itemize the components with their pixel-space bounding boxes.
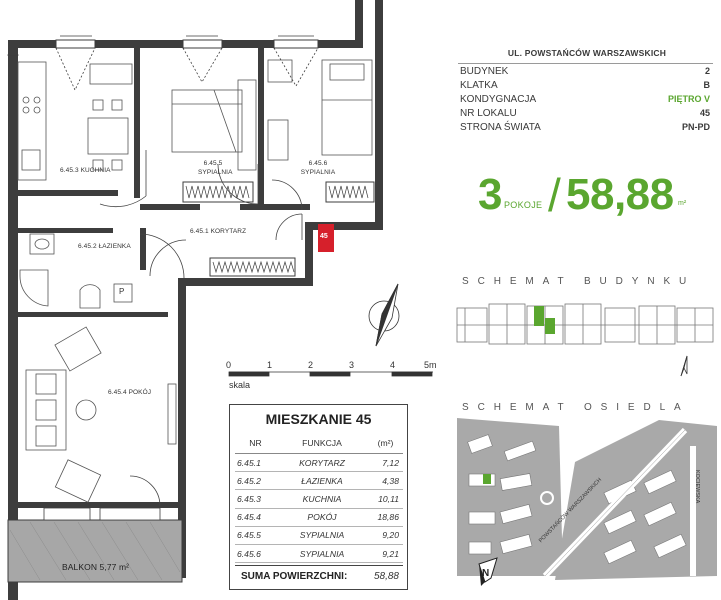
summary-slash: /: [548, 169, 561, 221]
info-row-strona-swiata: STRONA ŚWIATA PN-PD: [460, 122, 710, 135]
cell-funkcja: SYPIALNIA: [276, 526, 368, 545]
total-area-value: 58,88: [373, 571, 399, 582]
cell-funkcja: KUCHNIA: [276, 489, 368, 509]
info-value: PN-PD: [681, 122, 710, 132]
total-area-big: 58,88: [566, 170, 674, 219]
header-nr: NR: [235, 433, 276, 454]
room-label-sypialnia-6: 6.45.6 SYPIALNIA: [300, 160, 336, 176]
cell-nr: 6.45.5: [235, 526, 276, 545]
cell-funkcja: KORYTARZ: [276, 453, 368, 473]
cell-area: 9,20: [368, 526, 403, 545]
rooms-label: POKOJE: [504, 200, 543, 210]
cell-funkcja: ŁAZIENKA: [276, 471, 368, 491]
scale-tick-1: 1: [267, 360, 273, 370]
scale-tick-3: 3: [349, 360, 355, 370]
info-value: PIĘTRO V: [667, 94, 710, 104]
scale-tick-5: 5m: [424, 360, 437, 370]
info-value: 2: [704, 66, 710, 76]
cell-area: 10,11: [368, 489, 403, 509]
floor-plan: [7, 0, 433, 600]
north-icon: N: [482, 568, 490, 579]
room-label-korytarz: 6.45.1 KORYTARZ: [190, 228, 247, 235]
rooms-count: 3: [478, 170, 503, 219]
cell-area: 4,38: [368, 471, 403, 491]
room-label-sypialnia-5: 6.45.5 SYPIALNIA: [198, 160, 233, 176]
room-label-pokoj: 6.45.4 POKÓJ: [108, 389, 152, 396]
schemat-osiedla-title: SCHEMAT OSIEDLA: [462, 402, 690, 413]
total-area-row: SUMA POWIERZCHNI: 58,88: [235, 565, 403, 584]
info-label: STRONA ŚWIATA: [460, 122, 541, 133]
schemat-budynku-title: SCHEMAT BUDYNKU: [462, 276, 696, 287]
estate-map: [457, 418, 717, 586]
info-label: NR LOKALU: [460, 108, 517, 119]
building-schematic: [456, 303, 714, 377]
scale-label: skala: [229, 380, 251, 390]
cell-funkcja: SYPIALNIA: [276, 544, 368, 564]
room-label-balkon: BALKON 5,77 m²: [62, 562, 130, 572]
info-label: KLATKA: [460, 80, 498, 91]
scale-tick-4: 4: [390, 360, 396, 370]
info-row-budynek: BUDYNEK 2: [460, 66, 710, 79]
header-funkcja: FUNKCJA: [276, 433, 368, 454]
info-value: B: [703, 80, 711, 90]
vent-icon: P: [119, 287, 125, 296]
street-name: UL. POWSTAŃCÓW WARSZAWSKICH: [507, 48, 667, 58]
scale-tick-2: 2: [308, 360, 314, 370]
info-row-klatka: KLATKA B: [460, 80, 710, 93]
info-row-nr-lokalu: NR LOKALU 45: [460, 108, 710, 121]
cell-nr: 6.45.3: [235, 489, 276, 509]
info-label: KONDYGNACJA: [460, 94, 537, 105]
header-area: (m²): [368, 433, 403, 454]
cell-nr: 6.45.6: [235, 544, 276, 564]
map-side-street-label: KOCIEWSKA: [694, 470, 700, 504]
street-divider: [458, 63, 713, 64]
cell-nr: 6.45.4: [235, 508, 276, 527]
info-value: 45: [699, 108, 710, 118]
cell-nr: 6.45.1: [235, 453, 276, 473]
table-header-row: NR FUNKCJA (m²): [235, 433, 403, 454]
info-label: BUDYNEK: [460, 66, 509, 77]
cell-area: 18,86: [368, 508, 403, 527]
area-unit: m²: [678, 200, 687, 207]
cell-nr: 6.45.2: [235, 471, 276, 491]
room-label-kuchnia: 6.45.3 KUCHNIA: [60, 167, 111, 174]
apartment-title: MIESZKANIE 45: [265, 411, 372, 427]
cell-area: 7,12: [368, 453, 403, 473]
info-row-kondygnacja: KONDYGNACJA PIĘTRO V: [460, 94, 710, 107]
total-area-label: SUMA POWIERZCHNI:: [241, 571, 348, 582]
cell-funkcja: POKÓJ: [276, 508, 368, 527]
unit-marker: 45: [320, 233, 328, 240]
cell-area: 9,21: [368, 544, 403, 564]
room-label-lazienka: 6.45.2 ŁAZIENKA: [78, 243, 131, 250]
scale-tick-0: 0: [226, 360, 232, 370]
